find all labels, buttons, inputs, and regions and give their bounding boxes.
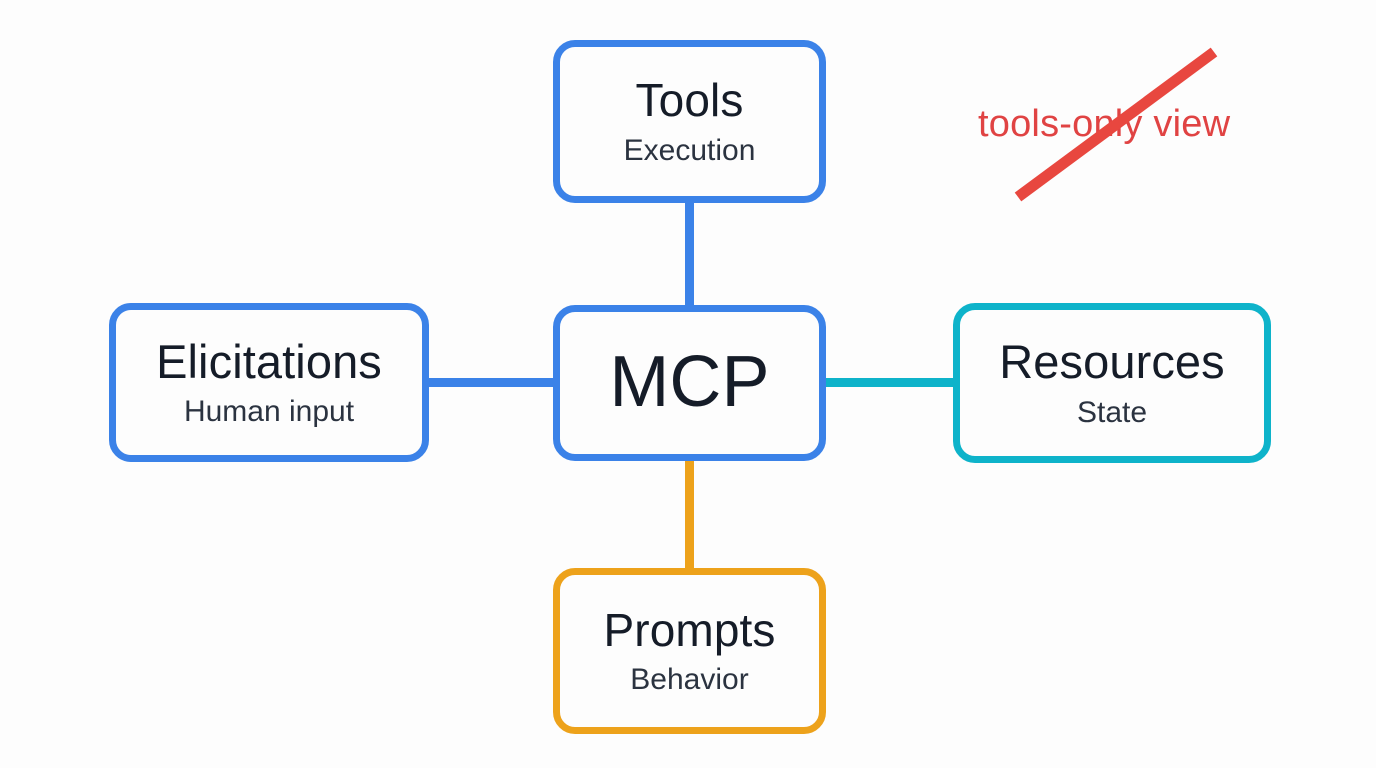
node-tools-title: Tools (635, 74, 744, 127)
node-elicitations-title: Elicitations (156, 334, 382, 388)
node-prompts[interactable]: Prompts Behavior (553, 568, 826, 734)
connector-mcp-elicitations (422, 378, 562, 387)
annotation-label: tools-only view (978, 103, 1231, 145)
node-prompts-subtitle: Behavior (630, 663, 749, 697)
connector-mcp-prompts (685, 455, 694, 575)
node-resources-subtitle: State (1076, 395, 1148, 429)
node-tools[interactable]: Tools Execution (553, 40, 826, 203)
node-mcp[interactable]: MCP (553, 305, 826, 461)
node-resources-title: Resources (999, 335, 1225, 389)
node-prompts-title: Prompts (603, 603, 776, 656)
node-tools-subtitle: Execution (623, 133, 756, 167)
node-mcp-title: MCP (609, 342, 770, 423)
connector-mcp-tools (685, 196, 694, 311)
node-elicitations-subtitle: Human input (183, 395, 355, 429)
node-resources[interactable]: Resources State (953, 303, 1271, 463)
connector-mcp-resources (818, 378, 960, 387)
node-elicitations[interactable]: Elicitations Human input (109, 303, 429, 462)
